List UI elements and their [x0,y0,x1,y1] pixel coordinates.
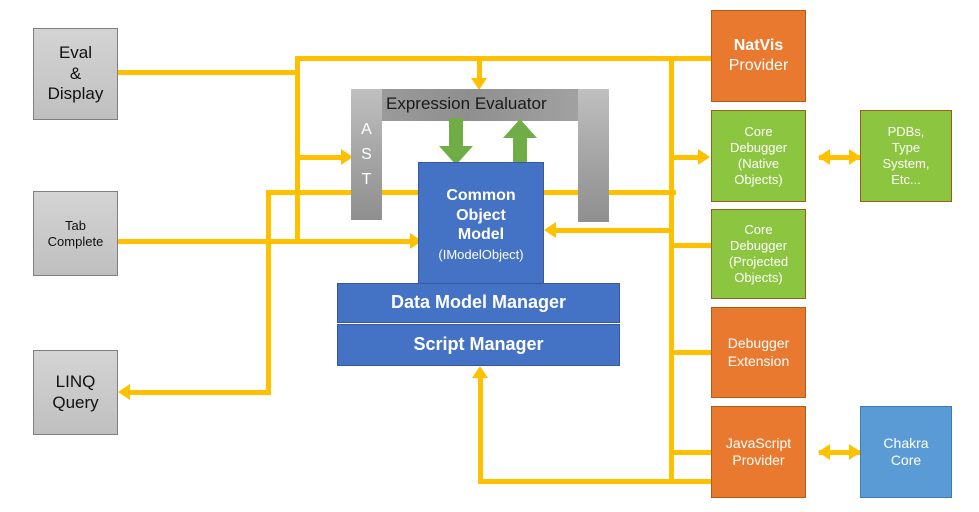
pdbs-line-3: System, [882,156,930,171]
expression-evaluator-left-leg [351,89,382,220]
arrow-into-expression-evaluator [471,78,487,90]
provider-box-core-debugger-native[interactable]: Core Debugger (Native Objects) [711,110,806,202]
eval-display-line-1: Eval [58,42,93,62]
expression-evaluator-title: Expression Evaluator [386,94,547,113]
script-manager-box[interactable]: Script Manager [337,324,620,366]
connector-js-to-chakra-h [819,450,861,455]
connector-natvis-h [669,56,712,61]
core-projected-line-2: Debugger [729,238,788,254]
provider-box-core-debugger-projected[interactable]: Core Debugger (Projected Objects) [711,209,806,299]
ast-letter-t: T [361,170,372,188]
chakra-core-line-1: Chakra [883,434,929,451]
backend-box-chakra-core[interactable]: Chakra Core [860,406,952,498]
green-arrow-down-icon [439,118,473,165]
ast-letter-s: S [361,145,372,163]
client-box-linq-query[interactable]: LINQ Query [33,350,118,435]
pdbs-line-2: Type [891,140,921,156]
pdbs-line-1: PDBs, [887,124,925,140]
common-object-model-line-2: Object [456,206,506,224]
client-box-tab-complete[interactable]: Tab Complete [33,191,118,276]
connector-top-bus-h [295,56,673,61]
connector-eval-to-bus-h [118,70,300,75]
common-object-model-line-3: Model [457,226,505,244]
common-object-model-box[interactable]: Common Object Model (IModelObject) [418,162,544,287]
debugger-extension-line-1: Debugger [727,335,790,352]
arrow-into-ast [341,149,353,165]
connector-com-feed-h [552,228,674,233]
core-native-line-1: Core [744,124,773,140]
core-projected-line-4: Objects) [734,269,783,285]
connector-core-projected-h [669,243,712,248]
connector-linq-h [128,390,271,395]
connector-com-feed-v [669,228,674,248]
javascript-provider-line-1: JavaScript [725,434,792,451]
connector-js-to-script-h [478,479,714,484]
connector-core-native-h [669,155,702,160]
core-native-line-4: Objects) [734,171,783,187]
common-object-model-line-1: Common [446,187,516,205]
connector-bus-to-evaluator-v [477,56,482,80]
data-model-manager-label: Data Model Manager [390,292,567,313]
connector-js-to-script-v [478,378,483,484]
eval-display-line-3: Display [47,84,104,104]
provider-box-javascript[interactable]: JavaScript Provider [711,406,806,498]
javascript-provider-line-2: Provider [732,452,785,468]
core-native-line-2: Debugger [729,140,788,156]
debugger-extension-line-2: Extension [727,352,790,369]
expression-evaluator-bar [351,89,609,121]
client-box-eval-display[interactable]: Eval & Display [33,28,118,120]
core-native-line-3: (Native [737,156,780,171]
natvis-line-2: Provider [728,57,789,74]
arrow-into-common-object-model-right [544,222,556,238]
connector-native-to-pdbs-h [819,155,861,160]
core-projected-line-3: (Projected [728,254,789,269]
green-arrow-up-icon [503,119,537,166]
natvis-line-1: NatVis [733,37,784,55]
linq-query-line-1: LINQ [55,371,96,391]
tab-complete-line-2: Complete [47,233,104,249]
connector-debugger-extension-h [669,350,712,355]
connector-to-ast-h [295,155,345,160]
ast-letter-a: A [361,121,372,138]
connector-left-riser-v [295,56,300,244]
connector-linq-bus-v [266,190,271,393]
common-object-model-interface: (IModelObject) [438,246,524,262]
arrow-to-chakra-core [849,444,861,460]
expression-evaluator-right-leg [578,89,609,222]
provider-box-debugger-extension[interactable]: Debugger Extension [711,307,806,398]
backend-box-pdbs-type-system[interactable]: PDBs, Type System, Etc... [860,110,952,202]
arrow-to-javascript-provider-back [818,444,830,460]
eval-display-line-2: & [69,63,82,83]
arrow-into-linq-query [118,384,130,400]
data-model-manager-box[interactable]: Data Model Manager [337,283,620,323]
arrow-to-pdbs [849,149,861,165]
connector-right-spine-v [669,56,674,482]
linq-query-line-2: Query [52,392,99,412]
arrow-into-script-manager [472,366,488,378]
ast-label: A S T [351,118,382,192]
arrow-to-core-debugger-native-back [818,149,830,165]
provider-box-natvis[interactable]: NatVis Provider [711,10,806,102]
pdbs-line-4: Etc... [891,171,921,187]
script-manager-label: Script Manager [413,334,544,355]
arrow-into-core-debugger-native [698,149,710,165]
core-projected-line-1: Core [744,222,773,238]
connector-javascript-provider-h [669,450,712,455]
tab-complete-line-1: Tab [65,217,86,233]
chakra-core-line-2: Core [890,452,922,468]
